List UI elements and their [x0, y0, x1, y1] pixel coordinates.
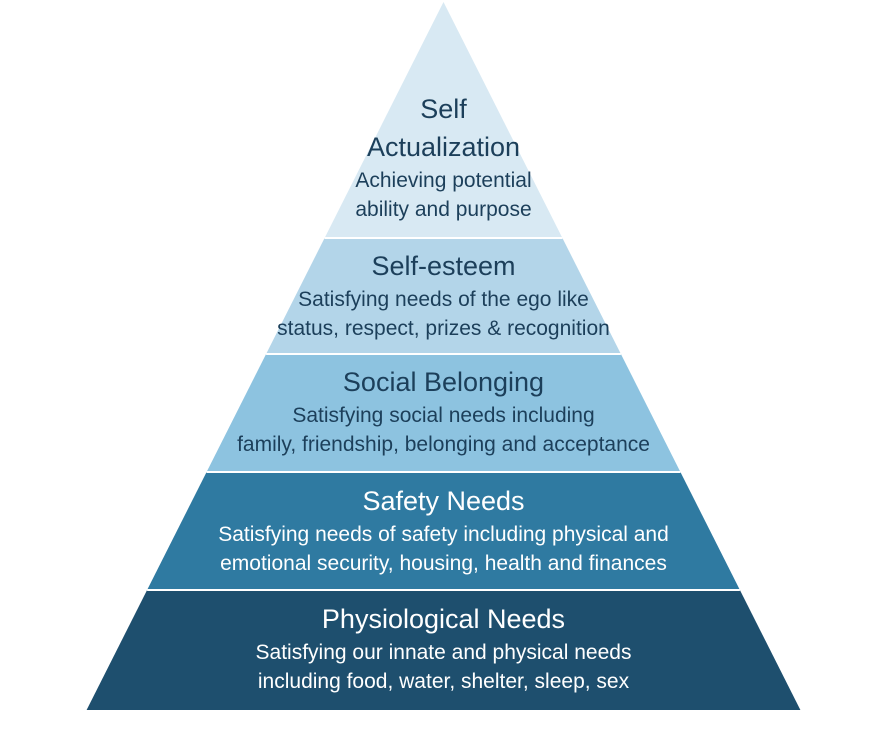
pyramid-level-social-belonging	[206, 354, 681, 472]
level-description-line: Satisfying our innate and physical needs	[255, 641, 632, 664]
self-esteem-text: Self-esteem Satisfying needs of the ego …	[0, 247, 887, 343]
pyramid-level-self-esteem	[266, 238, 621, 354]
level-description-line: Satisfying social needs including	[292, 404, 595, 427]
safety-needs-text: Safety Needs Satisfying needs of safety …	[0, 482, 887, 578]
pyramid-level-safety-needs	[147, 472, 740, 590]
level-title: Self Actualization	[366, 94, 521, 162]
level-title: Safety Needs	[362, 486, 525, 516]
level-description-line: Satisfying needs of safety including phy…	[218, 523, 669, 546]
pyramid-level-self-actualization	[324, 2, 563, 238]
level-description-line: Satisfying needs of the ego like	[298, 288, 589, 311]
social-belonging-text: Social Belonging Satisfying social needs…	[0, 363, 887, 459]
level-description-line: emotional security, housing, health and …	[220, 552, 667, 575]
physiological-needs-text: Physiological Needs Satisfying our innat…	[0, 600, 887, 696]
level-title: Social Belonging	[342, 367, 545, 397]
self-actualization-text: Self Actualization Achieving potential a…	[0, 90, 887, 224]
level-description-line: including food, water, shelter, sleep, s…	[257, 670, 630, 693]
level-description-line: ability and purpose	[355, 198, 532, 221]
level-description-line: family, friendship, belonging and accept…	[237, 433, 650, 456]
level-title: Physiological Needs	[321, 604, 566, 634]
level-title: Self-esteem	[371, 251, 516, 281]
level-description-line: Achieving potential	[355, 169, 532, 192]
level-description-line: status, respect, prizes & recognition	[277, 317, 610, 340]
pyramid-level-physiological-needs	[86, 590, 801, 710]
